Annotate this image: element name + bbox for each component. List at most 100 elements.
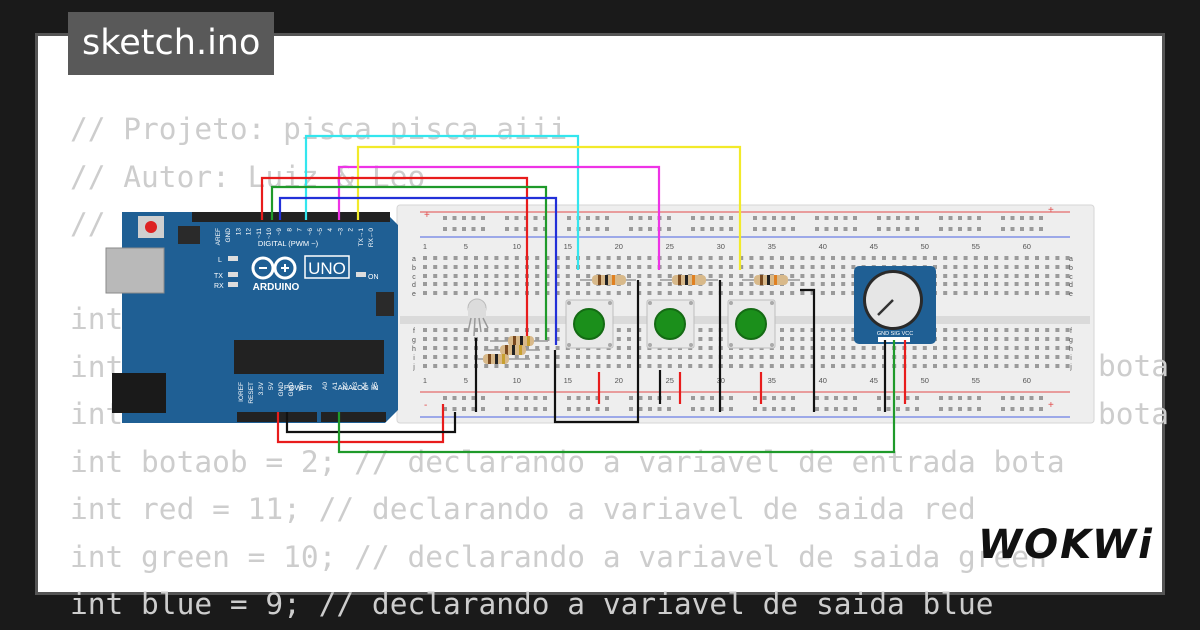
breadboard-hole bbox=[565, 265, 570, 269]
rail-hole bbox=[481, 227, 485, 231]
breadboard-hole bbox=[973, 274, 978, 278]
breadboard-hole bbox=[657, 274, 662, 278]
breadboard-hole bbox=[984, 274, 988, 278]
rail-hole bbox=[700, 227, 705, 231]
breadboard-hole bbox=[963, 364, 968, 368]
rail-hole bbox=[772, 227, 776, 231]
code-line: int blue = 9; // declarando a variavel d… bbox=[70, 587, 994, 621]
breadboard-hole bbox=[729, 291, 733, 295]
breadboard-hole bbox=[627, 282, 631, 286]
rail-hole bbox=[977, 216, 981, 220]
breadboard-hole bbox=[973, 337, 978, 341]
breadboard-hole bbox=[555, 291, 560, 295]
breadboard-hole bbox=[667, 274, 672, 278]
rgb-led[interactable] bbox=[467, 298, 489, 337]
uno-badge bbox=[304, 255, 350, 279]
breadboard-hole bbox=[820, 355, 825, 359]
breadboard-hole bbox=[1065, 328, 1070, 332]
rail-hole bbox=[824, 407, 829, 411]
breadboard-hole bbox=[820, 337, 825, 341]
breadboard-hole bbox=[810, 337, 815, 341]
breadboard-hole bbox=[912, 355, 917, 359]
resistor bbox=[742, 275, 800, 285]
breadboard-hole bbox=[535, 282, 540, 286]
breadboard-hole bbox=[637, 364, 642, 368]
rail-hole bbox=[815, 216, 819, 220]
rail-hole bbox=[977, 227, 981, 231]
breadboard-hole bbox=[423, 291, 427, 295]
breadboard-hole bbox=[545, 282, 550, 286]
rail-hole bbox=[629, 216, 633, 220]
sketch-title[interactable]: sketch.ino bbox=[68, 12, 275, 75]
rail-hole bbox=[700, 407, 705, 411]
breadboard-hole bbox=[1065, 256, 1070, 260]
breadboard-hole bbox=[1035, 282, 1039, 286]
breadboard-hole bbox=[973, 265, 978, 269]
breadboard-hole bbox=[729, 364, 733, 368]
breadboard-hole bbox=[647, 355, 652, 359]
rgb-resistors bbox=[474, 336, 548, 364]
breadboard-hole bbox=[810, 256, 815, 260]
reset-button-cap[interactable] bbox=[145, 221, 157, 233]
rail-hole bbox=[729, 227, 733, 231]
breadboard-hole bbox=[943, 282, 948, 286]
push-button[interactable] bbox=[727, 299, 776, 349]
breadboard-hole bbox=[902, 256, 907, 260]
breadboard-hole bbox=[647, 274, 652, 278]
breadboard-hole bbox=[943, 364, 948, 368]
wire-green bbox=[270, 185, 548, 340]
breadboard-hole bbox=[667, 256, 672, 260]
breadboard-hole bbox=[994, 328, 999, 332]
breadboard-hole bbox=[596, 364, 601, 368]
breadboard-hole bbox=[831, 256, 835, 260]
breadboard-hole bbox=[616, 265, 621, 269]
breadboard-hole bbox=[443, 256, 448, 260]
breadboard-hole bbox=[790, 337, 795, 341]
rail-hole bbox=[710, 227, 714, 231]
breadboard-hole bbox=[1045, 364, 1050, 368]
breadboard-hole bbox=[820, 282, 825, 286]
rail-hole bbox=[667, 407, 671, 411]
breadboard-hole bbox=[576, 291, 580, 295]
resistor bbox=[490, 336, 548, 346]
rail-hole bbox=[843, 216, 848, 220]
breadboard-hole bbox=[688, 256, 693, 260]
breadboard-hole bbox=[790, 355, 795, 359]
wire-blue bbox=[278, 196, 558, 345]
wokwi-logo[interactable]: WOKWi bbox=[978, 522, 1154, 568]
rail-hole bbox=[905, 407, 910, 411]
rail-hole bbox=[958, 396, 962, 400]
breadboard-hole bbox=[820, 274, 825, 278]
rail-hole bbox=[772, 407, 776, 411]
rail-hole bbox=[667, 227, 671, 231]
rail-hole bbox=[586, 396, 590, 400]
breadboard-hole bbox=[514, 256, 519, 260]
breadboard-hole bbox=[453, 265, 458, 269]
breadboard-hole bbox=[484, 328, 489, 332]
breadboard-hole bbox=[657, 291, 662, 295]
potentiometer[interactable]: GND SIG VCC bbox=[854, 266, 936, 344]
rail-hole bbox=[505, 227, 509, 231]
breadboard-hole bbox=[739, 355, 744, 359]
breadboard-hole bbox=[820, 265, 825, 269]
push-button[interactable] bbox=[565, 299, 614, 349]
breadboard-hole bbox=[739, 364, 744, 368]
rail-hole bbox=[452, 407, 457, 411]
breadboard-hole bbox=[933, 256, 937, 260]
pin-label: 13 bbox=[235, 228, 242, 236]
breadboard-hole bbox=[637, 291, 642, 295]
row-letter: i bbox=[1070, 355, 1072, 362]
rail-hole bbox=[824, 216, 829, 220]
push-button[interactable] bbox=[646, 299, 695, 349]
breadboard-hole bbox=[1014, 256, 1019, 260]
breadboard-hole bbox=[535, 274, 540, 278]
rail-hole bbox=[605, 227, 609, 231]
breadboard-hole bbox=[667, 364, 672, 368]
breadboard-hole bbox=[749, 355, 754, 359]
breadboard-hole bbox=[606, 355, 611, 359]
rail-hole bbox=[691, 227, 695, 231]
row-letter: f bbox=[413, 328, 415, 335]
breadboard-hole bbox=[1024, 346, 1029, 350]
breadboard-hole bbox=[953, 364, 958, 368]
